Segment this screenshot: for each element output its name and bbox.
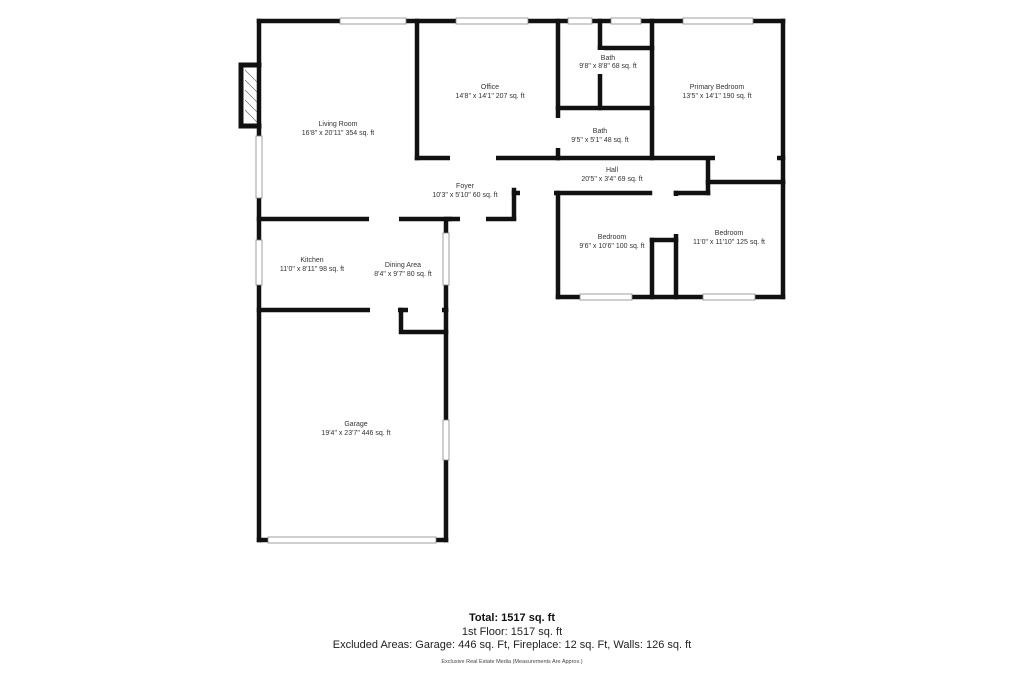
room-dims: 9'5" x 5'1" 48 sq. ft [571,137,629,144]
window [567,17,593,25]
room-name: Kitchen [300,257,323,264]
window [610,17,642,25]
window [702,293,756,301]
credit-line: Exclusive Real Estate Media (Measurement… [441,659,583,665]
total-area: Total: 1517 sq. ft [469,612,555,624]
room-name: Bath [593,128,608,135]
excluded-areas: Excluded Areas: Garage: 446 sq. Ft, Fire… [332,639,692,651]
room-dims: 14'8" x 14'1" 207 sq. ft [455,93,524,100]
room-name: Dining Area [385,262,421,269]
room-dims: 11'0" x 8'11" 98 sq. ft [280,266,344,273]
window [442,232,450,286]
room-name: Bedroom [715,230,744,237]
room-name: Foyer [456,183,475,190]
room-name: Bath [601,55,616,62]
room-dims: 11'0" x 11'10" 125 sq. ft [693,239,765,246]
fireplace [238,62,262,129]
room-dims: 19'4" x 23'7" 446 sq. ft [321,430,390,437]
room-name: Living Room [319,121,358,128]
room-dims: 16'8" x 20'11" 354 sq. ft [302,130,375,137]
window [255,239,263,286]
fireplace-hatch [244,69,258,123]
room-name: Primary Bedroom [690,84,745,91]
door-openings [369,50,777,314]
garage-door [267,536,437,544]
room-name: Bedroom [598,234,627,241]
room-dims: 13'5" x 14'1" 190 sq. ft [682,93,751,100]
floor-area: 1st Floor: 1517 sq. ft [461,626,563,638]
window [339,17,407,25]
room-name: Garage [344,421,367,428]
room-dims: 10'3" x 5'10" 60 sq. ft [432,192,497,199]
room-dims: 8'4" x 9'7" 80 sq. ft [374,271,432,278]
window [255,135,263,199]
garage-step [398,307,449,335]
room-name: Office [481,84,499,91]
windows [255,17,756,544]
room-dims: 9'8" x 8'8" 68 sq. ft [579,63,637,70]
window [442,419,450,461]
room-dims: 20'5" x 3'4" 69 sq. ft [581,176,642,183]
room-name: Hall [606,167,619,174]
floor-plan: Living Room 16'8" x 20'11" 354 sq. ft Of… [238,17,786,544]
window [455,17,529,25]
room-dims: 9'6" x 10'6" 100 sq. ft [579,243,644,250]
window [682,17,754,25]
room-labels: Living Room 16'8" x 20'11" 354 sq. ft Of… [280,55,765,437]
window [579,293,633,301]
